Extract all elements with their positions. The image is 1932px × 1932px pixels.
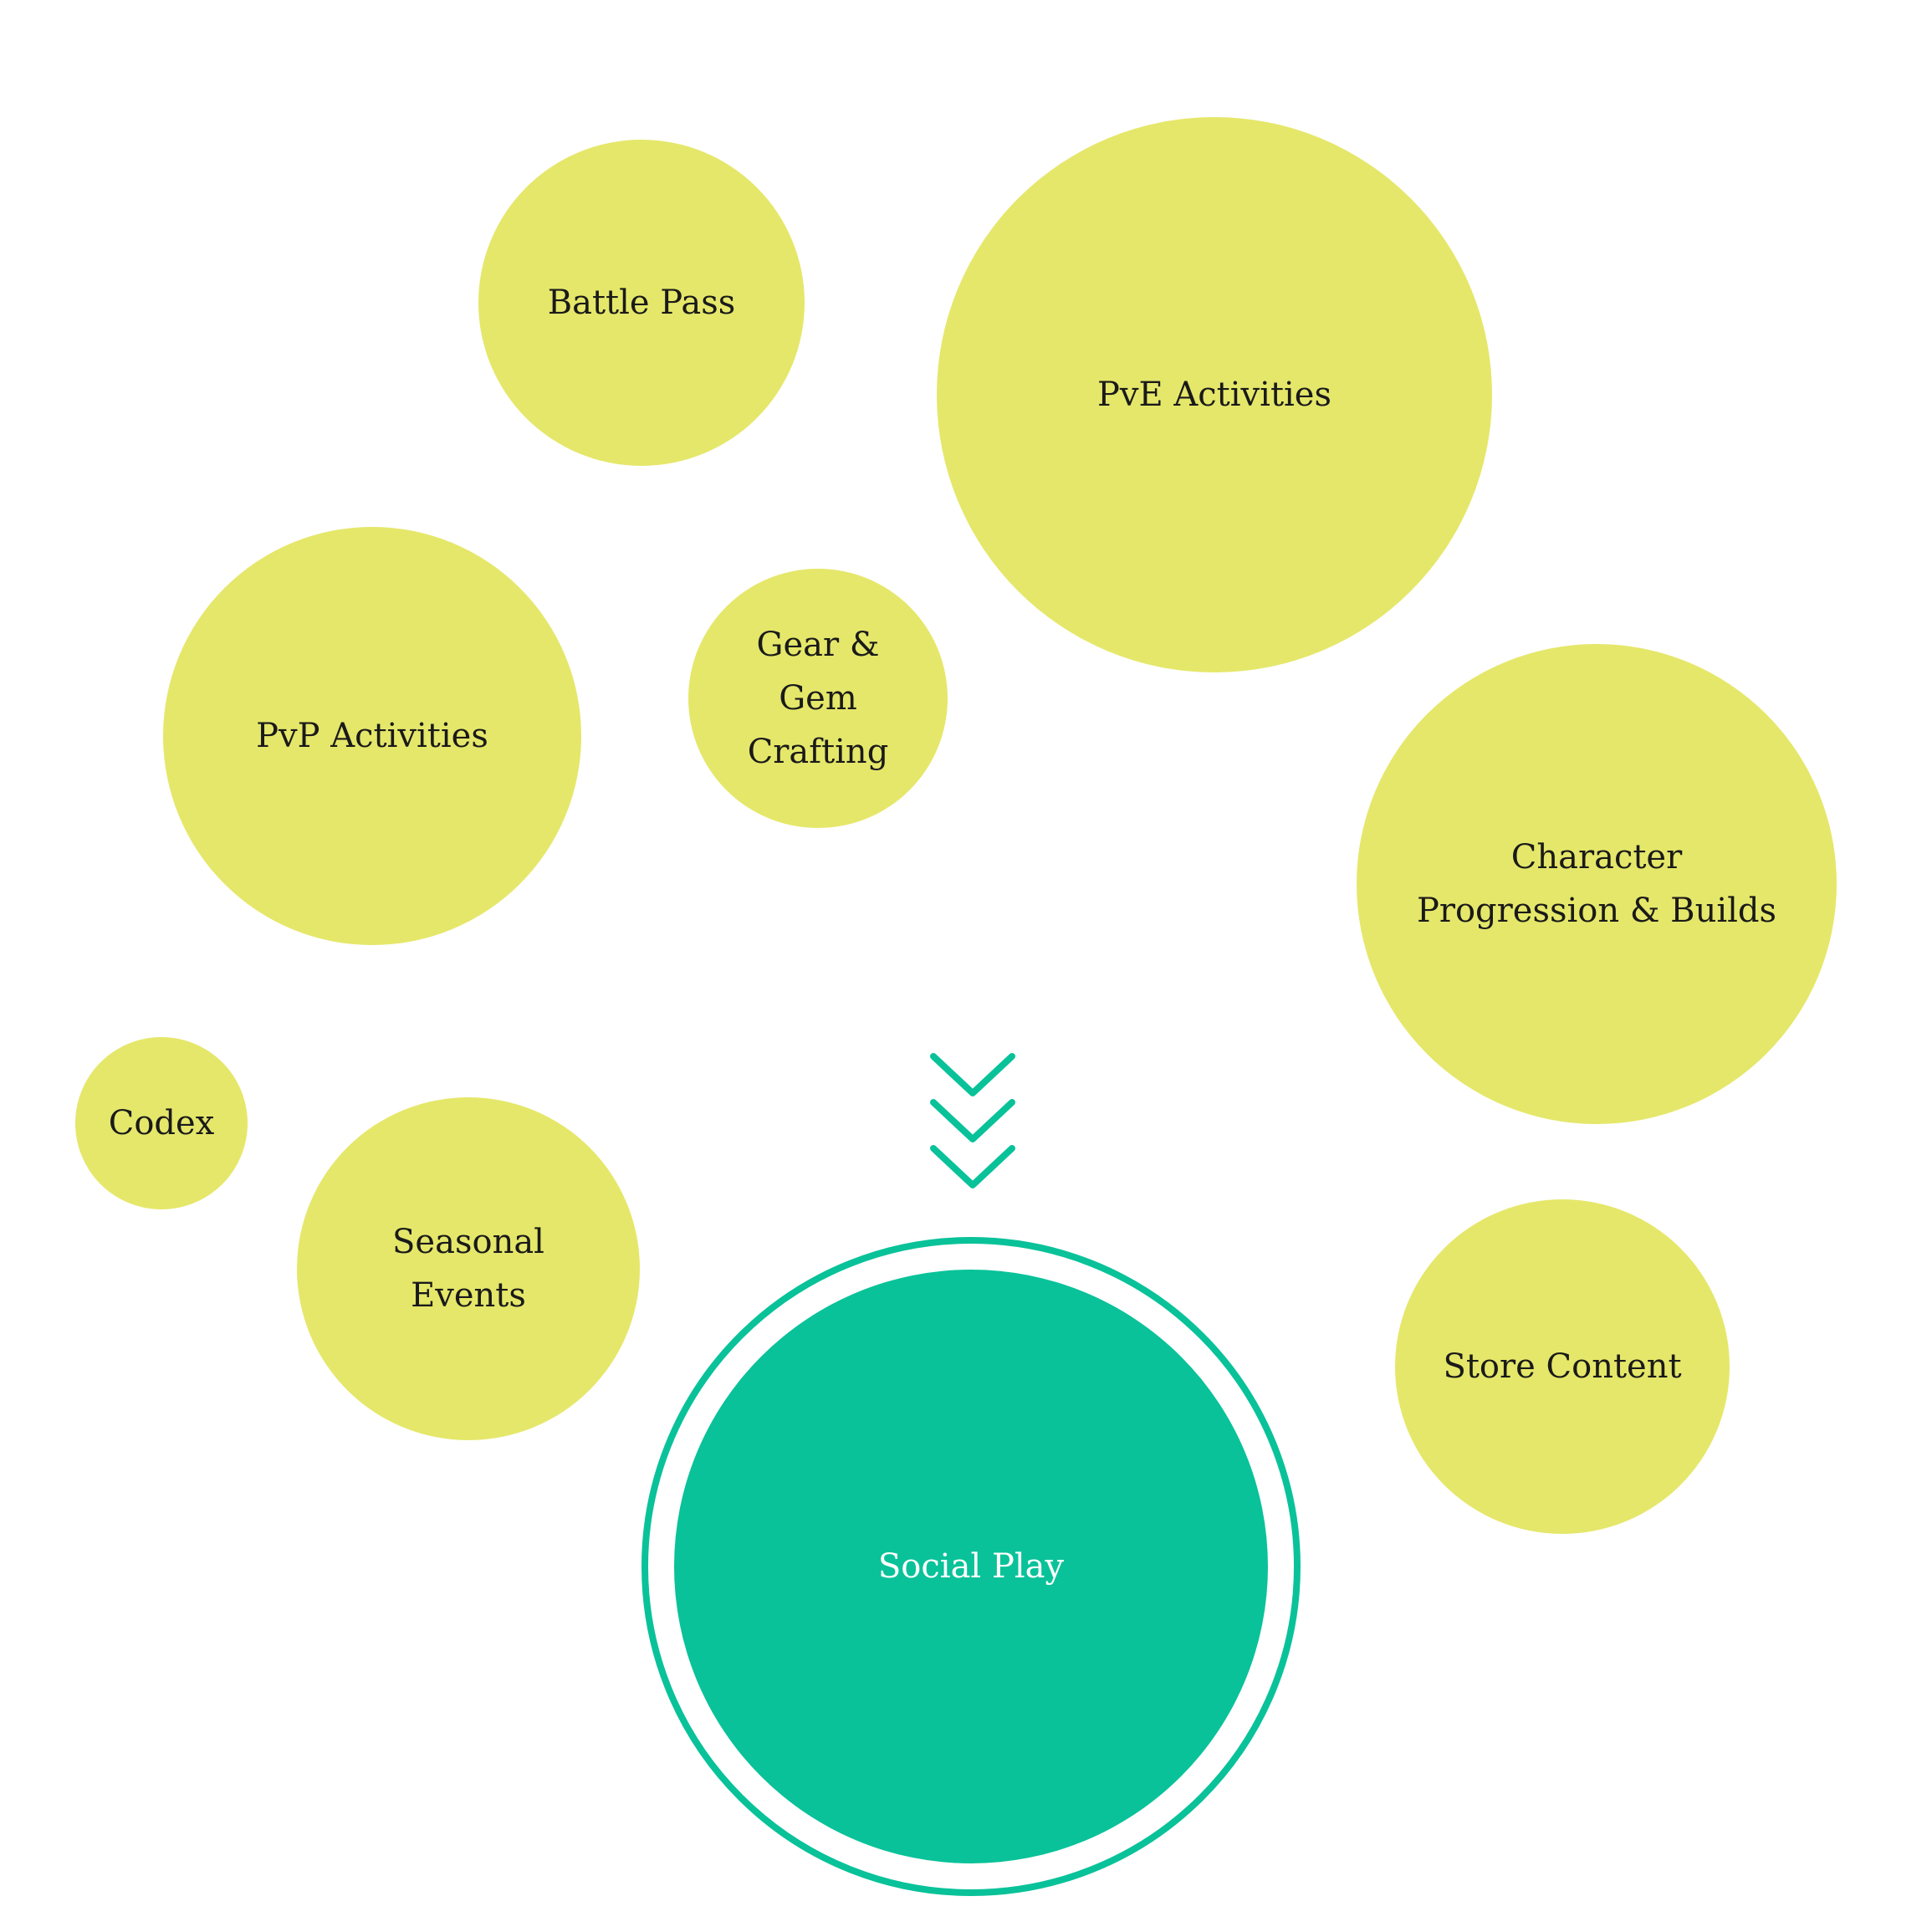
node-store-content: Store Content [1395,1199,1730,1534]
node-label-battle-pass: Battle Pass [547,284,736,322]
node-gear-gem-crafting: Gear & Gem Crafting [688,569,948,828]
center-node-ring [641,1237,1301,1896]
chevron-down-icon [930,1145,1015,1188]
node-seasonal-events: Seasonal Events [297,1097,640,1440]
center-node-social-play: Social Play [674,1270,1268,1863]
chevron-down-icon [930,1053,1015,1096]
node-character-progression: Character Progression & Builds [1357,644,1837,1124]
node-battle-pass: Battle Pass [478,140,805,466]
triple-chevron-down-icon [930,1053,1015,1188]
chevron-down-icon [930,1099,1015,1142]
node-label-pvp-activities: PvP Activities [256,717,488,755]
node-label-pve-activities: PvE Activities [1096,376,1332,414]
node-pve-activities: PvE Activities [937,117,1492,672]
node-codex: Codex [75,1037,248,1209]
node-label-gear-gem-crafting: Gear & Gem Crafting [747,626,889,771]
center-node-label: Social Play [877,1547,1065,1586]
node-label-seasonal-events: Seasonal Events [392,1223,544,1315]
node-label-codex: Codex [108,1104,215,1142]
node-label-store-content: Store Content [1443,1347,1682,1386]
node-label-character-progression: Character Progression & Builds [1416,838,1777,930]
node-pvp-activities: PvP Activities [163,527,581,945]
